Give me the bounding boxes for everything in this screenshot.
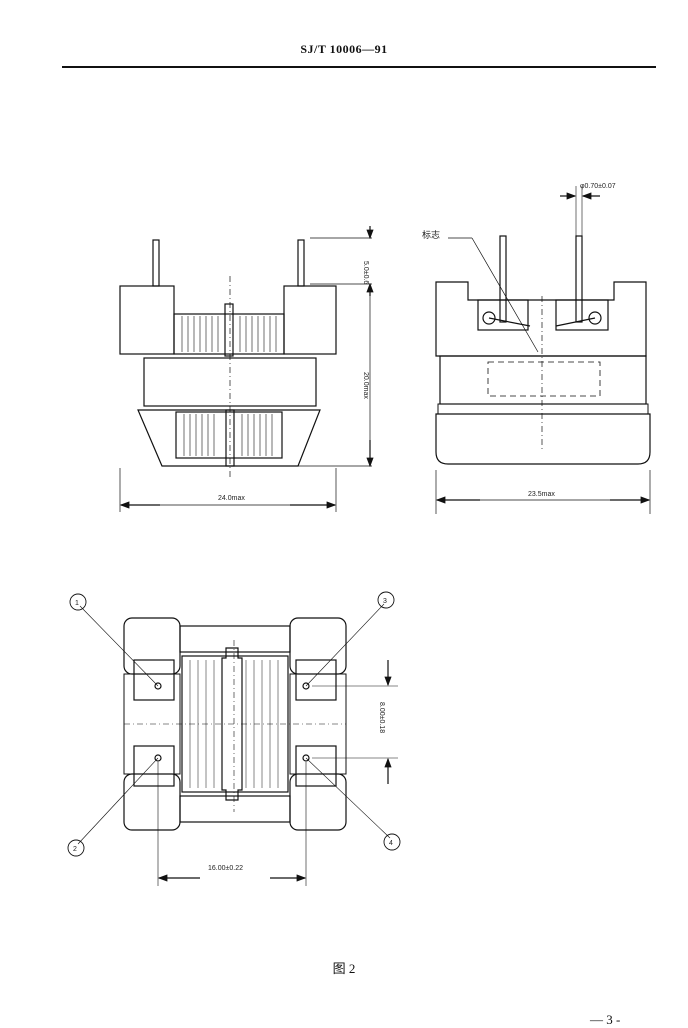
front-pin-dim: 5.0±0.6 (362, 261, 369, 284)
bottom-pitch-v-dim: 8.00±0.18 (378, 702, 385, 733)
side-pin-loop-left (482, 311, 496, 325)
side-mark-label: 标志 (422, 229, 440, 240)
side-width-dim: 23.5max (528, 491, 555, 498)
side-view (435, 186, 651, 514)
side-upper-frame (435, 281, 647, 357)
front-top-flange-left (119, 285, 175, 355)
pin-label-2: 2 (73, 846, 77, 853)
figure-caption: 图 2 (332, 961, 356, 976)
bottom-view (67, 591, 401, 886)
pin-hole-3 (302, 682, 310, 690)
bottom-corner-tl (123, 617, 181, 675)
pin-label-3: 3 (383, 598, 387, 605)
front-center-divider-top (224, 303, 234, 357)
front-height-dim: 20.0max (362, 372, 369, 399)
front-winding-upper (173, 313, 285, 355)
front-top-flange-right (283, 285, 337, 355)
header-rule (62, 66, 656, 68)
front-width-dim: 24.0max (218, 495, 245, 502)
side-pin-loop-right (588, 311, 602, 325)
side-bottom-flange (435, 413, 651, 465)
pin-hole-4 (302, 754, 310, 762)
side-core (439, 355, 647, 405)
standard-header: SJ/T 10006—91 (300, 42, 388, 56)
pin-label-4: 4 (389, 840, 393, 847)
side-pin-left (499, 235, 507, 323)
pin-hole-2 (154, 754, 162, 762)
bottom-pitch-h-dim: 16.00±0.22 (208, 865, 243, 872)
front-pin-left (152, 239, 160, 287)
front-pin-right (297, 239, 305, 287)
side-pin-dia-dim: φ0.70±0.07 (580, 183, 616, 190)
bottom-corner-br (289, 773, 347, 831)
front-view (119, 226, 374, 512)
front-winding-lower (175, 411, 283, 459)
page-number: — 3 - (590, 1012, 621, 1027)
bottom-corner-bl (123, 773, 181, 831)
bottom-corner-tr (289, 617, 347, 675)
pin-hole-1 (154, 682, 162, 690)
bottom-center-divider (221, 647, 243, 801)
pin-label-1: 1 (75, 600, 79, 607)
side-pin-right (575, 235, 583, 323)
